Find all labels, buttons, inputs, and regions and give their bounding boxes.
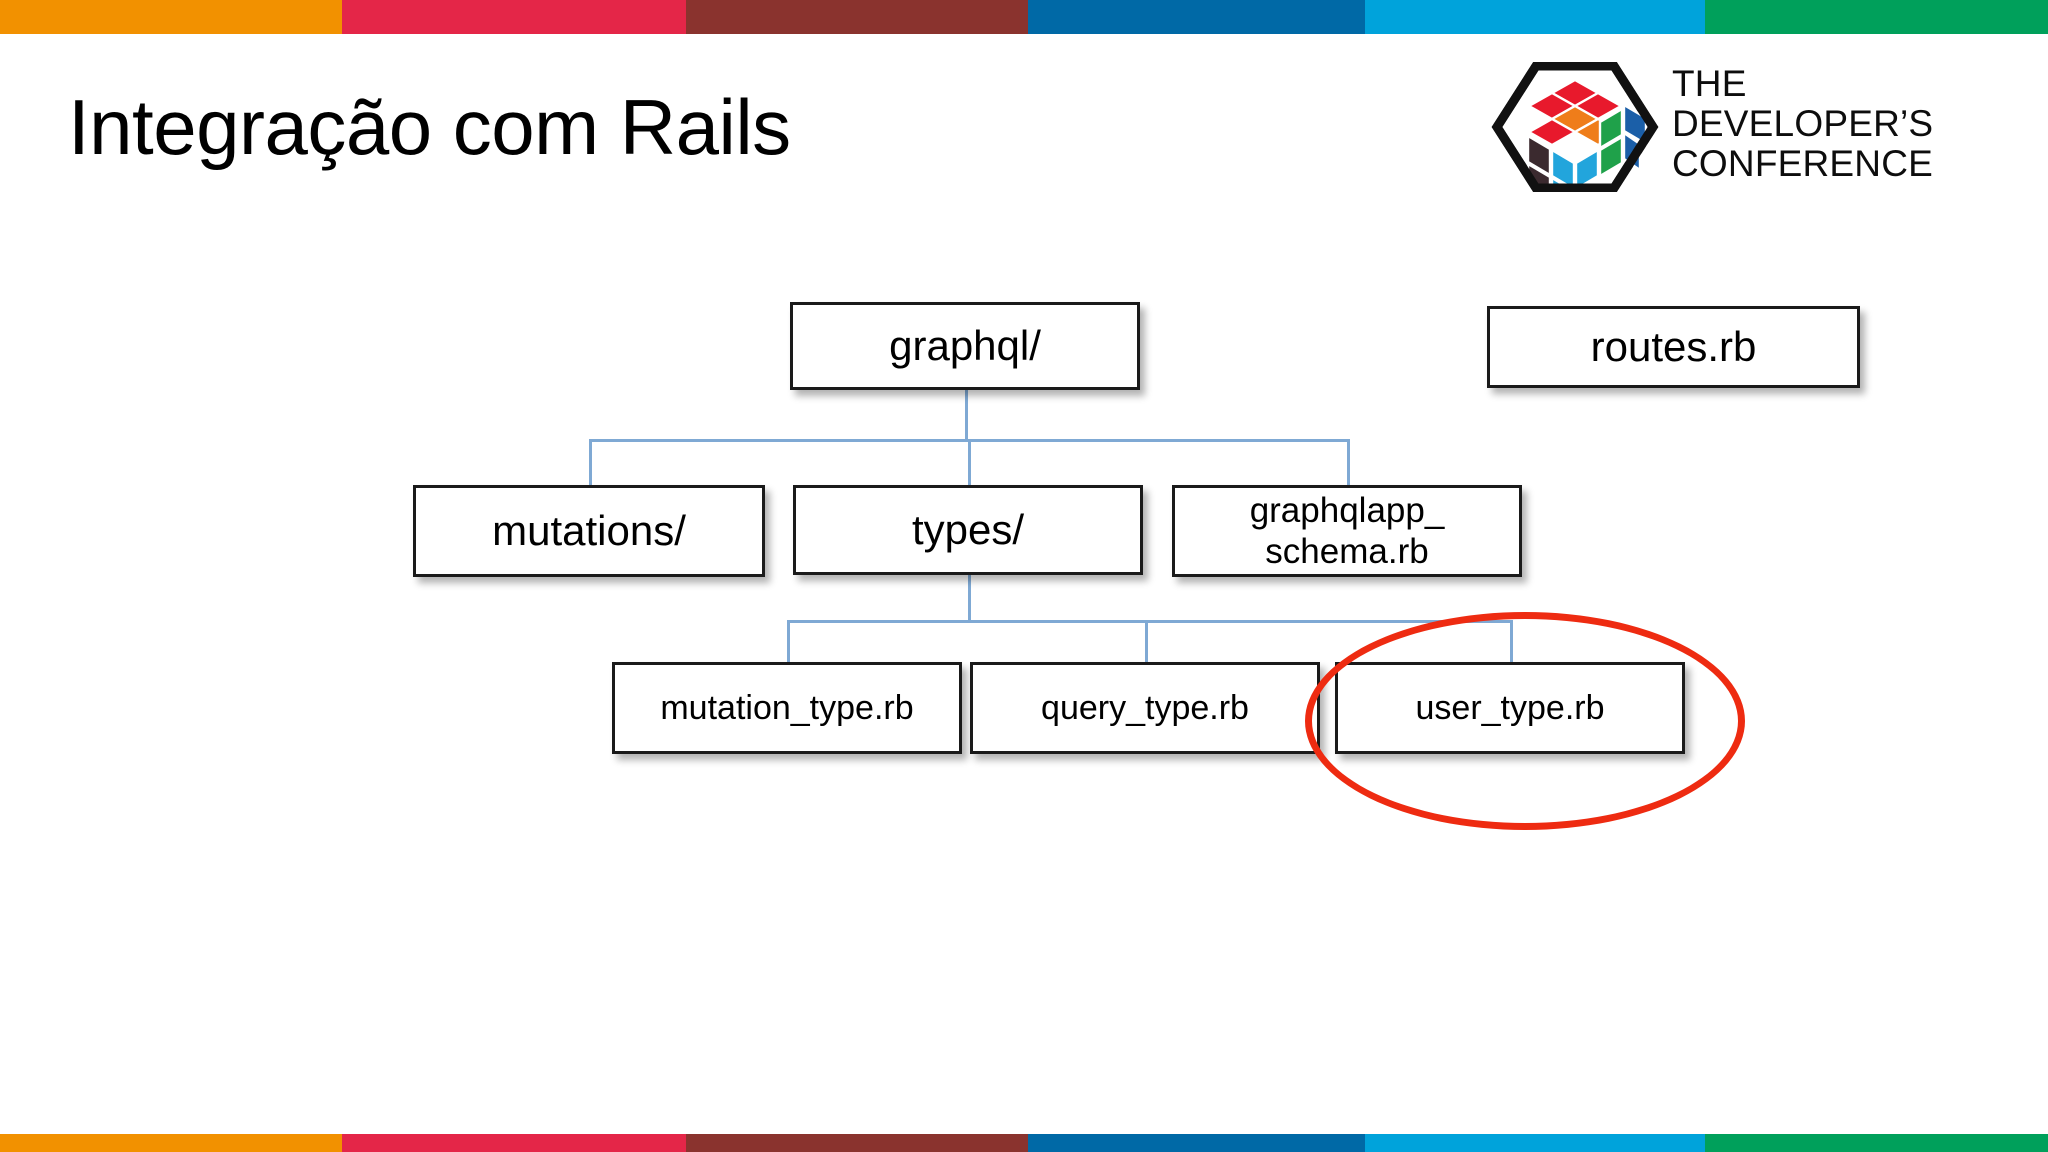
connector-drop-types <box>968 439 971 485</box>
diagram-node-label-routes: routes.rb <box>1590 323 1757 371</box>
connector-drop-mutations <box>589 439 592 485</box>
bottom-color-bar-segment-brick <box>686 1134 1028 1152</box>
top-color-bar <box>0 0 2048 34</box>
diagram-node-label-graphqlapp: graphqlapp_schema.rb <box>1249 490 1445 571</box>
top-color-bar-segment-cyan <box>1365 0 1705 34</box>
diagram-node-graphqlapp: graphqlapp_schema.rb <box>1172 485 1522 577</box>
top-color-bar-segment-green <box>1705 0 2048 34</box>
diagram-node-label-graphql: graphql/ <box>889 322 1041 370</box>
bottom-color-bar-segment-blue <box>1028 1134 1365 1152</box>
top-color-bar-segment-crimson <box>342 0 686 34</box>
bottom-color-bar <box>0 1134 2048 1152</box>
tdc-logo: THE DEVELOPER’S CONFERENCE <box>1490 61 2030 205</box>
diagram-node-label-user_type: user_type.rb <box>1415 688 1605 727</box>
connector-stem-graphql <box>965 390 968 439</box>
bottom-color-bar-segment-orange <box>0 1134 342 1152</box>
diagram-node-label-query_type: query_type.rb <box>1041 688 1249 727</box>
bottom-color-bar-segment-crimson <box>342 1134 686 1152</box>
diagram-node-routes: routes.rb <box>1487 306 1860 388</box>
top-color-bar-segment-orange <box>0 0 342 34</box>
logo-line-2: DEVELOPER’S <box>1672 103 1934 144</box>
connector-bus-types <box>787 620 1510 623</box>
connector-stem-types <box>968 575 971 620</box>
diagram-node-types: types/ <box>793 485 1143 575</box>
connector-drop-graphqlapp <box>1347 439 1350 485</box>
tdc-hexagon-cube-logo-icon <box>1490 61 1660 205</box>
logo-line-3: CONFERENCE <box>1672 143 1934 184</box>
diagram-node-user_type: user_type.rb <box>1335 662 1685 754</box>
diagram-node-graphql: graphql/ <box>790 302 1140 390</box>
top-color-bar-segment-brick <box>686 0 1028 34</box>
connector-drop-user_type <box>1510 620 1513 662</box>
bottom-color-bar-segment-cyan <box>1365 1134 1705 1152</box>
connector-drop-mutation_type <box>787 620 790 662</box>
diagram-node-label-types: types/ <box>911 506 1025 554</box>
bottom-color-bar-segment-green <box>1705 1134 2048 1152</box>
tdc-wordmark: THE DEVELOPER’S CONFERENCE <box>1672 64 1933 184</box>
diagram-node-mutation_type: mutation_type.rb <box>612 662 962 754</box>
page-title: Integração com Rails <box>68 83 791 171</box>
connector-drop-query_type <box>1145 620 1148 662</box>
logo-line-1: THE <box>1672 63 1747 104</box>
diagram-node-mutations: mutations/ <box>413 485 765 577</box>
diagram-node-label-mutation_type: mutation_type.rb <box>660 688 914 727</box>
diagram-node-query_type: query_type.rb <box>970 662 1320 754</box>
diagram-node-label-mutations: mutations/ <box>492 507 686 555</box>
top-color-bar-segment-blue <box>1028 0 1365 34</box>
